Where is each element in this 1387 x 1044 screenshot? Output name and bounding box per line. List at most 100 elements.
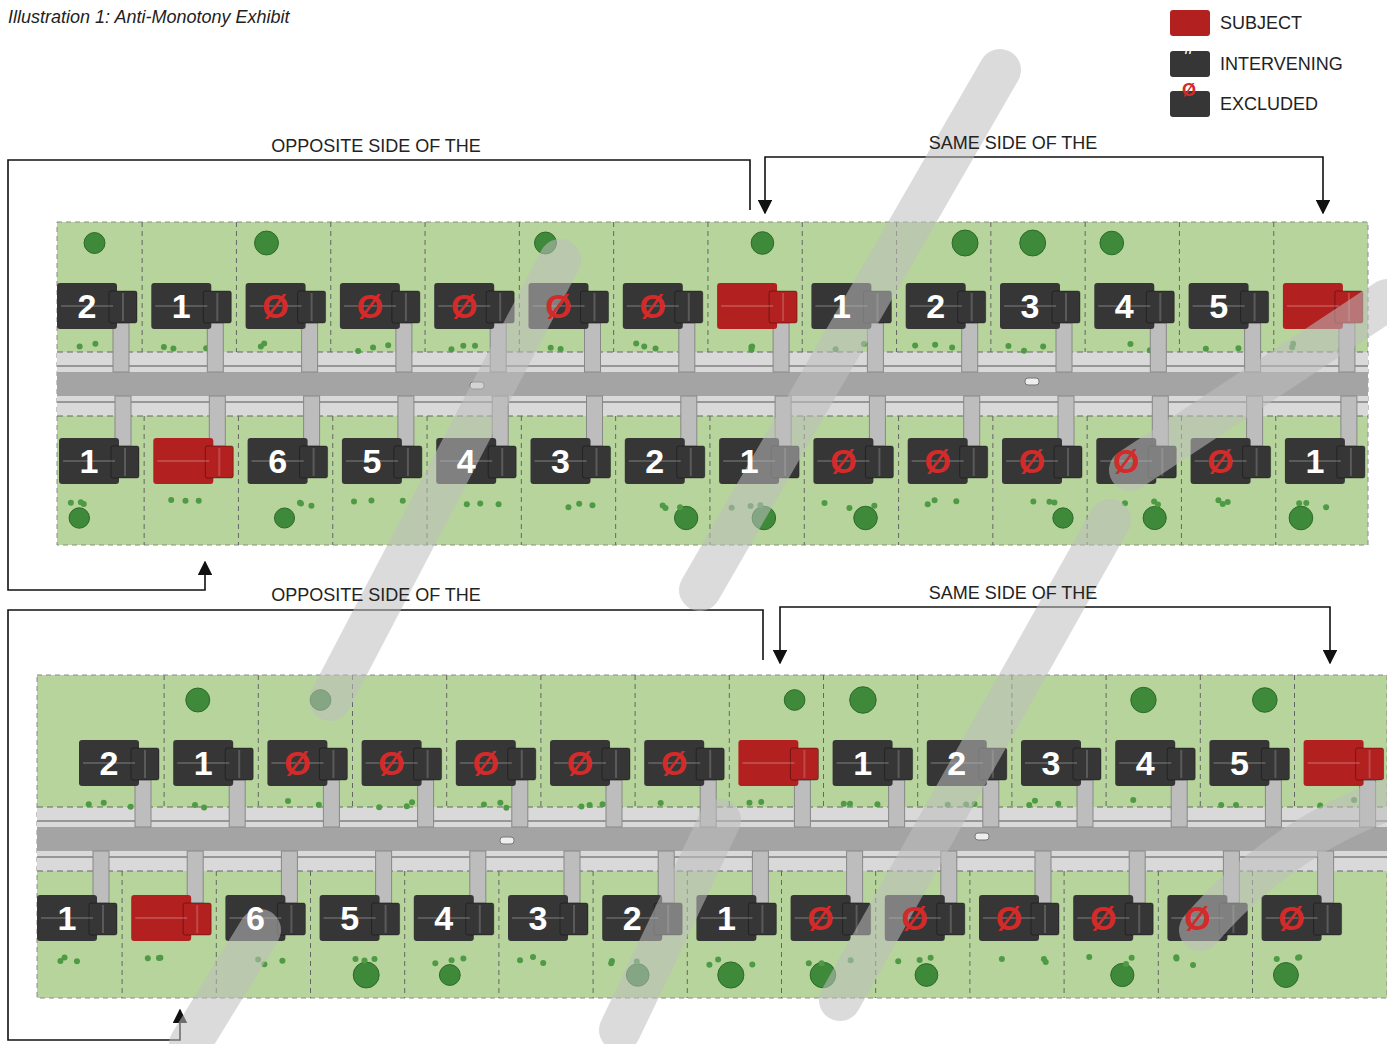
- shrub: [633, 340, 639, 346]
- house-number: 2: [79, 740, 139, 786]
- shrub: [128, 804, 134, 810]
- house: [906, 283, 986, 329]
- shrub: [370, 344, 376, 350]
- lot-number: 4: [434, 899, 453, 938]
- house: [342, 438, 422, 484]
- house: [1021, 740, 1101, 786]
- house-number: 1: [151, 283, 211, 329]
- lot-number: 4: [457, 442, 476, 481]
- driveway: [773, 323, 789, 372]
- shrub: [145, 955, 151, 961]
- driveway: [1035, 851, 1051, 903]
- house: [1002, 438, 1082, 484]
- tree: [751, 232, 774, 255]
- lot-number: 1: [1305, 442, 1324, 481]
- tree: [1053, 508, 1073, 528]
- shrub: [953, 498, 959, 504]
- exhibit-title: Illustration 1: Anti-Monotony Exhibit: [8, 7, 289, 28]
- tree: [274, 508, 294, 528]
- house: [1115, 740, 1195, 786]
- house-number: 1: [1285, 438, 1345, 484]
- lot-number: 3: [529, 899, 548, 938]
- legend-symbol: #: [1184, 38, 1194, 59]
- lot-number: Ø: [378, 744, 404, 783]
- lot-line: [1200, 675, 1201, 807]
- shrub: [1173, 954, 1179, 960]
- shrub: [57, 958, 63, 964]
- shrub: [949, 344, 955, 350]
- tree: [186, 688, 210, 712]
- house-number: Ø: [550, 740, 610, 786]
- house: [246, 283, 326, 329]
- driveway: [396, 323, 412, 372]
- shrub: [932, 342, 938, 348]
- subject-house: [1304, 740, 1384, 786]
- shrub: [925, 501, 931, 507]
- house: [248, 438, 328, 484]
- shrub: [758, 799, 764, 805]
- subject-house: [717, 283, 797, 329]
- tree: [69, 508, 89, 528]
- shrub: [1040, 344, 1046, 350]
- shrub: [587, 802, 593, 808]
- car: [500, 837, 514, 844]
- shrub: [565, 504, 571, 510]
- house-number: Ø: [246, 283, 306, 329]
- shrub: [503, 805, 509, 811]
- tree: [1273, 963, 1298, 988]
- driveway: [585, 323, 601, 372]
- shrub: [477, 501, 483, 507]
- house-number: Ø: [434, 283, 494, 329]
- house: [151, 283, 231, 329]
- shrub: [641, 344, 647, 350]
- house: [625, 438, 705, 484]
- tree: [784, 690, 805, 711]
- tree: [1100, 231, 1124, 255]
- shrub: [376, 804, 382, 810]
- shrub: [400, 498, 406, 504]
- shrub: [1323, 504, 1329, 510]
- driveway: [512, 780, 528, 827]
- driveway: [606, 780, 622, 827]
- lot-line: [1179, 222, 1180, 352]
- lot-line: [540, 675, 541, 807]
- lot-line: [1294, 675, 1295, 807]
- house: [1073, 895, 1153, 941]
- lot-number: 1: [58, 899, 77, 938]
- lot-number: 5: [1230, 744, 1249, 783]
- shrub: [1086, 954, 1092, 960]
- house-number: 3: [531, 438, 591, 484]
- lot-number: Ø: [1090, 899, 1116, 938]
- shrub: [1215, 497, 1221, 503]
- lot-line: [990, 222, 991, 352]
- shrub: [460, 956, 466, 962]
- house-number: Ø: [813, 438, 873, 484]
- shrub: [1130, 797, 1136, 803]
- lot-line: [729, 675, 730, 807]
- shrub: [928, 955, 934, 961]
- house: [79, 740, 159, 786]
- lot-number: Ø: [640, 287, 666, 326]
- shrub: [1123, 961, 1129, 967]
- shrub: [932, 497, 938, 503]
- driveway: [281, 851, 297, 903]
- lot-number: Ø: [1019, 442, 1045, 481]
- shrub: [404, 803, 410, 809]
- lot-line: [1275, 416, 1276, 545]
- house-number: Ø: [362, 740, 422, 786]
- house-number: Ø: [623, 283, 683, 329]
- shrub: [168, 497, 174, 503]
- shrub: [1032, 798, 1038, 804]
- shrub: [917, 957, 923, 963]
- tree: [84, 233, 105, 254]
- lot-line: [57, 416, 1368, 417]
- driveway: [376, 851, 392, 903]
- driveway: [323, 780, 339, 827]
- lot-number: 4: [1136, 744, 1155, 783]
- tree: [1020, 230, 1046, 256]
- shrub: [746, 800, 752, 806]
- house-number: 4: [1115, 740, 1175, 786]
- shrub: [847, 801, 853, 807]
- lot-number: Ø: [830, 442, 856, 481]
- shrub: [1026, 802, 1032, 808]
